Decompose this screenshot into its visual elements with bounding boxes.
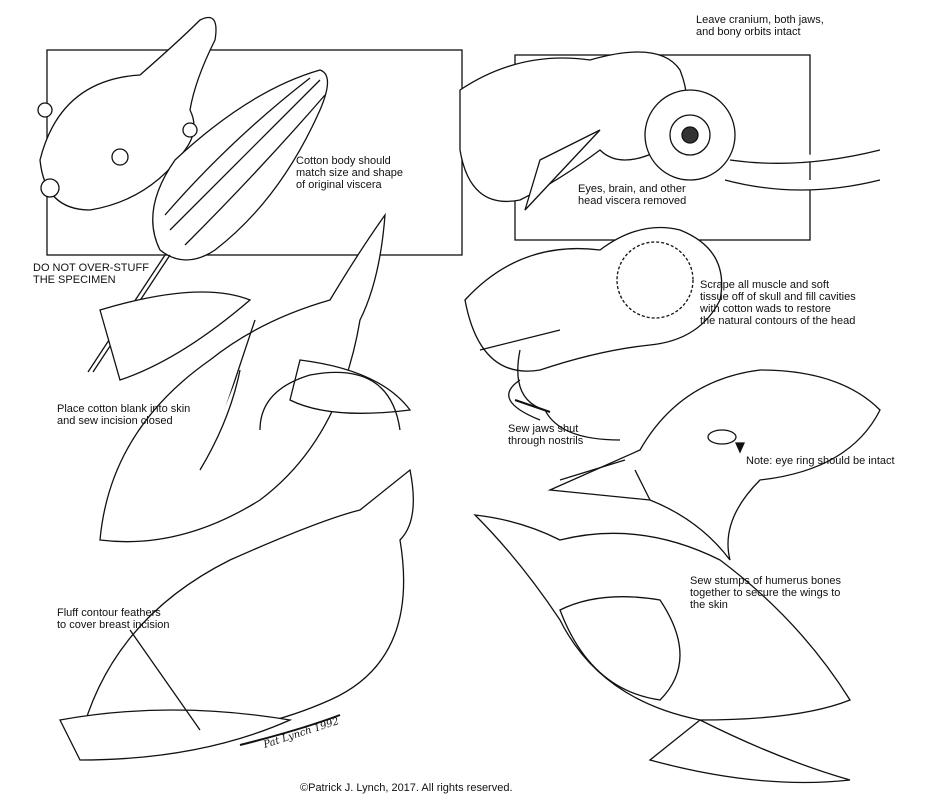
label-line: Leave cranium, both jaws, — [696, 14, 824, 26]
label-line: the skin — [690, 599, 728, 611]
label-cotton-body: Cotton body should match size and shape … — [296, 155, 403, 191]
label-line: Place cotton blank into skin — [57, 403, 191, 415]
label-line: and sew incision closed — [57, 415, 173, 427]
label-overstuff: DO NOT OVER-STUFF THE SPECIMEN — [33, 262, 149, 286]
label-line: and bony orbits intact — [696, 26, 801, 38]
label-line: Cotton body should — [296, 155, 391, 167]
label-line: Sew jaws shut — [508, 423, 579, 435]
label-place-cotton: Place cotton blank into skin and sew inc… — [57, 403, 190, 427]
label-humerus: Sew stumps of humerus bones together to … — [690, 575, 841, 611]
label-line: the natural contours of the head — [700, 315, 856, 327]
label-eyes-brain: Eyes, brain, and other head viscera remo… — [578, 183, 686, 207]
label-line: tissue off of skull and fill cavities — [700, 291, 856, 303]
label-line: together to secure the wings to — [690, 587, 841, 599]
label-line: through nostrils — [508, 435, 584, 447]
bird-head-drawing — [547, 369, 881, 561]
label-line: match size and shape — [296, 167, 404, 179]
label-line: DO NOT OVER-STUFF — [33, 262, 149, 274]
label-line: Note: eye ring should be intact — [746, 455, 895, 467]
carcass-drawing — [37, 16, 217, 211]
label-line: THE SPECIMEN — [33, 274, 116, 286]
filled-skull-drawing — [464, 226, 723, 421]
finished-bird-drawing — [59, 468, 414, 761]
label-line: Eyes, brain, and other — [578, 183, 686, 195]
label-line: Fluff contour feathers — [57, 607, 161, 619]
label-scrape: Scrape all muscle and soft tissue off of… — [700, 279, 856, 327]
label-line: Sew stumps of humerus bones — [690, 575, 842, 587]
label-line: head viscera removed — [578, 195, 687, 207]
label-line: of original viscera — [296, 179, 382, 191]
label-cranium: Leave cranium, both jaws, and bony orbit… — [696, 14, 824, 38]
needle-thread — [259, 349, 746, 454]
label-sew-jaws: Sew jaws shut through nostrils — [508, 423, 583, 447]
copyright-notice: ©Patrick J. Lynch, 2017. All rights rese… — [300, 782, 513, 794]
label-eye-ring: Note: eye ring should be intact — [746, 455, 895, 467]
open-bird-drawing — [473, 514, 851, 784]
label-line: to cover breast incision — [57, 619, 170, 631]
label-line: with cotton wads to restore — [700, 303, 831, 315]
label-fluff: Fluff contour feathers to cover breast i… — [57, 607, 170, 631]
label-line: Scrape all muscle and soft — [700, 279, 830, 291]
skull-drawing — [459, 51, 881, 211]
arrow-marker — [734, 442, 746, 454]
